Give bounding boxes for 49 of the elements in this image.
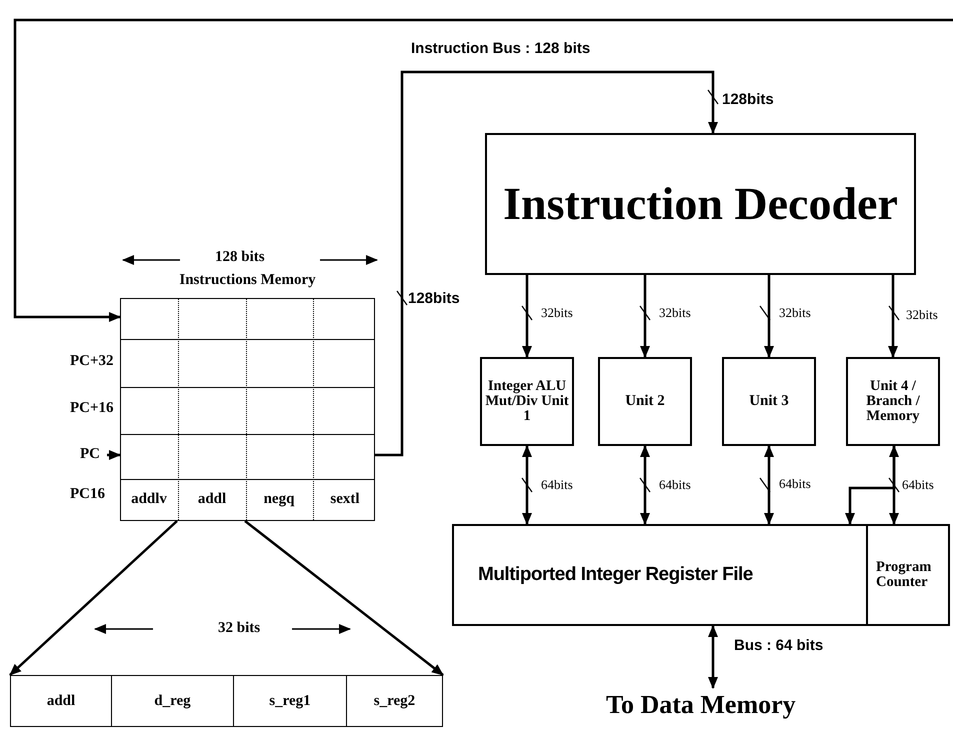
expansion-arrow xyxy=(640,445,650,525)
unit-name: Multiported Integer Register File xyxy=(478,565,753,585)
expansion-arrow xyxy=(14,18,953,322)
unit-name: Program Counter xyxy=(876,560,932,590)
expansion-arrow xyxy=(244,520,444,676)
destination-label: To Data Memory xyxy=(606,690,796,720)
bit-width-label: 128bits xyxy=(722,91,774,108)
unit-box xyxy=(485,133,916,275)
unit-name: Instruction Decoder xyxy=(503,180,898,228)
field-name: addl xyxy=(46,692,76,710)
row-address-label: PC16 xyxy=(70,486,105,503)
expansion-arrow xyxy=(107,450,121,460)
bit-width-label: 128bits xyxy=(408,290,460,307)
expansion-arrow xyxy=(845,446,896,525)
field-name: s_reg2 xyxy=(374,692,416,710)
pc-label: PC xyxy=(80,446,100,463)
expansion-arrow xyxy=(764,275,774,358)
instruction-name: addlv xyxy=(131,491,167,508)
expansion-arrow xyxy=(522,275,532,358)
unit-box xyxy=(480,357,574,446)
unit-name: Unit 2 xyxy=(625,394,665,410)
instruction-format-table xyxy=(10,675,443,727)
unit-box xyxy=(846,357,940,446)
unit-name: Unit 3 xyxy=(749,394,789,410)
unit-name: Integer ALU Mut/Div Unit 1 xyxy=(484,378,570,424)
expansion-arrow xyxy=(888,275,898,358)
expansion-arrow xyxy=(522,445,532,525)
expansion-arrow xyxy=(764,445,774,525)
field-name: d_reg xyxy=(154,692,191,710)
bit-width-label: 128 bits xyxy=(215,249,265,266)
unit-box xyxy=(598,357,692,446)
memory-heading: Instructions Memory xyxy=(178,272,317,289)
instruction-memory-table xyxy=(120,298,375,521)
expansion-arrow xyxy=(375,70,718,456)
instruction-name: negq xyxy=(264,491,294,508)
instruction-name: addl xyxy=(198,491,226,508)
instruction-name: sextl xyxy=(330,491,360,508)
expansion-arrow xyxy=(640,275,650,358)
bit-width-label: 32 bits xyxy=(218,620,260,637)
unit-box xyxy=(452,524,868,626)
row-address-label: PC+32 xyxy=(70,353,114,370)
expansion-arrow xyxy=(9,520,178,676)
expansion-arrow xyxy=(889,445,899,525)
unit-box xyxy=(722,357,816,446)
row-address-label: PC+16 xyxy=(70,400,114,417)
unit-box xyxy=(866,524,950,626)
unit-name: Unit 4 / Branch / Memory xyxy=(865,378,921,424)
expansion-arrow xyxy=(708,625,718,689)
field-name: s_reg1 xyxy=(269,692,311,710)
